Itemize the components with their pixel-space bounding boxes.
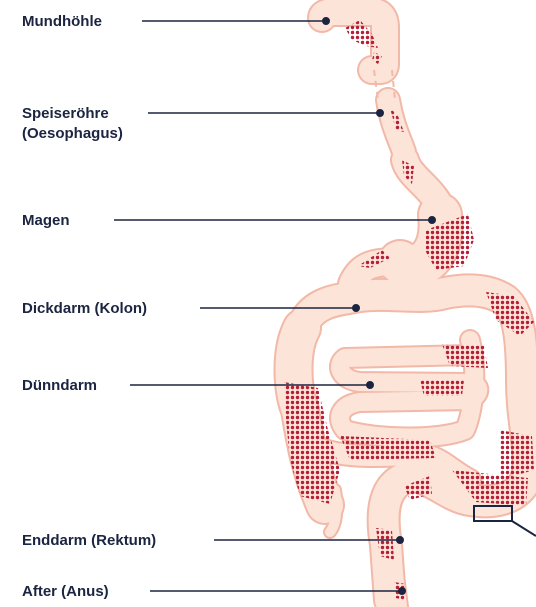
label-mouth: Mundhöhle <box>22 12 102 31</box>
lesion-small-intestine-mid <box>420 380 464 396</box>
label-esophagus: Speiseröhre <box>22 104 109 123</box>
label-esophagus-latin: (Oesophagus) <box>22 124 123 143</box>
leader-mouth-dot <box>323 18 329 24</box>
label-stomach: Magen <box>22 211 70 230</box>
leader-anus-dot <box>399 588 405 594</box>
leader-stomach-dot <box>429 217 435 223</box>
leader-small-intestine-dot <box>367 382 373 388</box>
label-rectum: Enddarm (Rektum) <box>22 531 156 550</box>
magnifier-pointer <box>512 521 536 536</box>
leader-esophagus-dot <box>377 110 383 116</box>
label-small-intestine: Dünndarm <box>22 376 97 395</box>
label-anus: After (Anus) <box>22 582 109 601</box>
label-colon: Dickdarm (Kolon) <box>22 299 147 318</box>
leader-colon-dot <box>353 305 359 311</box>
lesion-colon-left <box>284 382 340 504</box>
leader-rectum-dot <box>397 537 403 543</box>
